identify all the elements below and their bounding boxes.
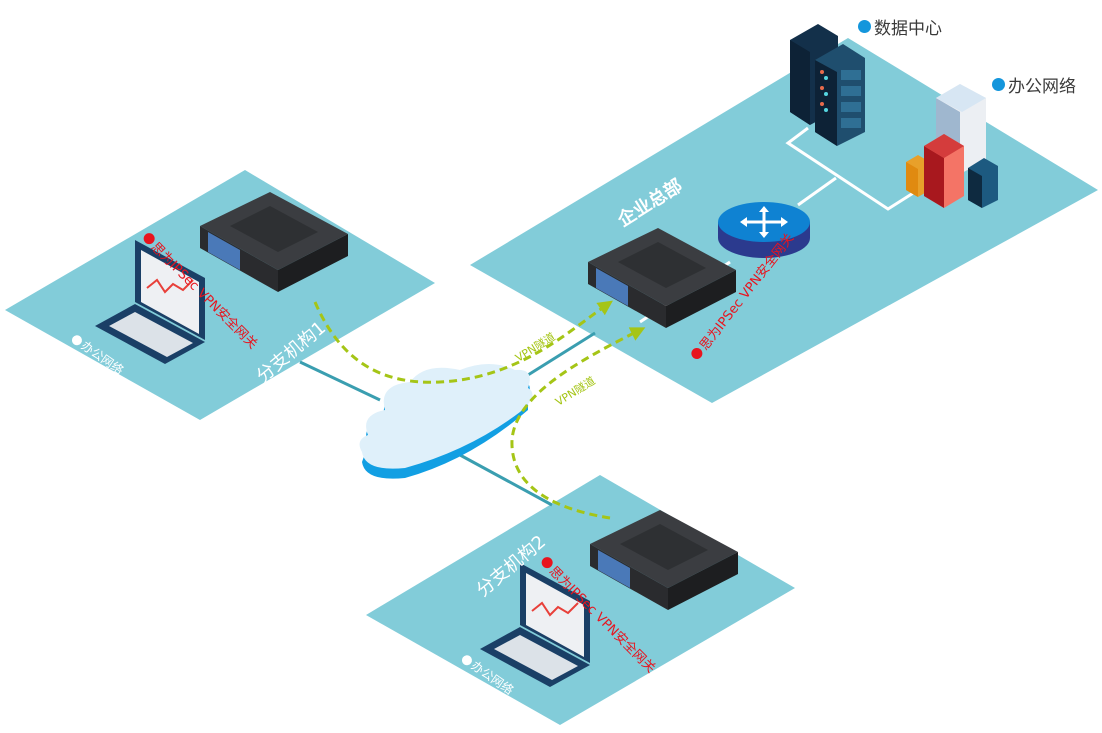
branch2-vpn-gateway-device bbox=[590, 510, 738, 610]
office-buildings-icon bbox=[906, 84, 998, 208]
legend-dot-icon bbox=[992, 78, 1005, 91]
internet-cloud-icon bbox=[359, 364, 533, 479]
link-cloud-hq bbox=[519, 331, 596, 382]
hq-switch-icon bbox=[718, 202, 810, 258]
branch2-laptop-icon bbox=[480, 563, 590, 687]
legend-datacenter-text: 数据中心 bbox=[874, 19, 942, 39]
branch1-platform bbox=[5, 170, 435, 420]
legend-dot-icon bbox=[858, 20, 871, 33]
tunnel-branch1 bbox=[313, 300, 613, 384]
legend-office-text: 办公网络 bbox=[1008, 77, 1076, 97]
legend-office: 办公网络 bbox=[992, 72, 1076, 97]
link-branch1-cloud bbox=[299, 360, 381, 402]
branch1-laptop-icon bbox=[95, 240, 205, 364]
legend-datacenter: 数据中心 bbox=[858, 14, 942, 39]
datacenter-server-rack-icon bbox=[790, 24, 865, 146]
link-cloud-branch2 bbox=[459, 453, 553, 507]
branch1-vpn-gateway-device bbox=[200, 192, 348, 292]
switch-arrows-icon bbox=[740, 206, 788, 238]
hq-vpn-gateway-device bbox=[588, 228, 736, 328]
tunnel-branch2 bbox=[510, 327, 646, 520]
